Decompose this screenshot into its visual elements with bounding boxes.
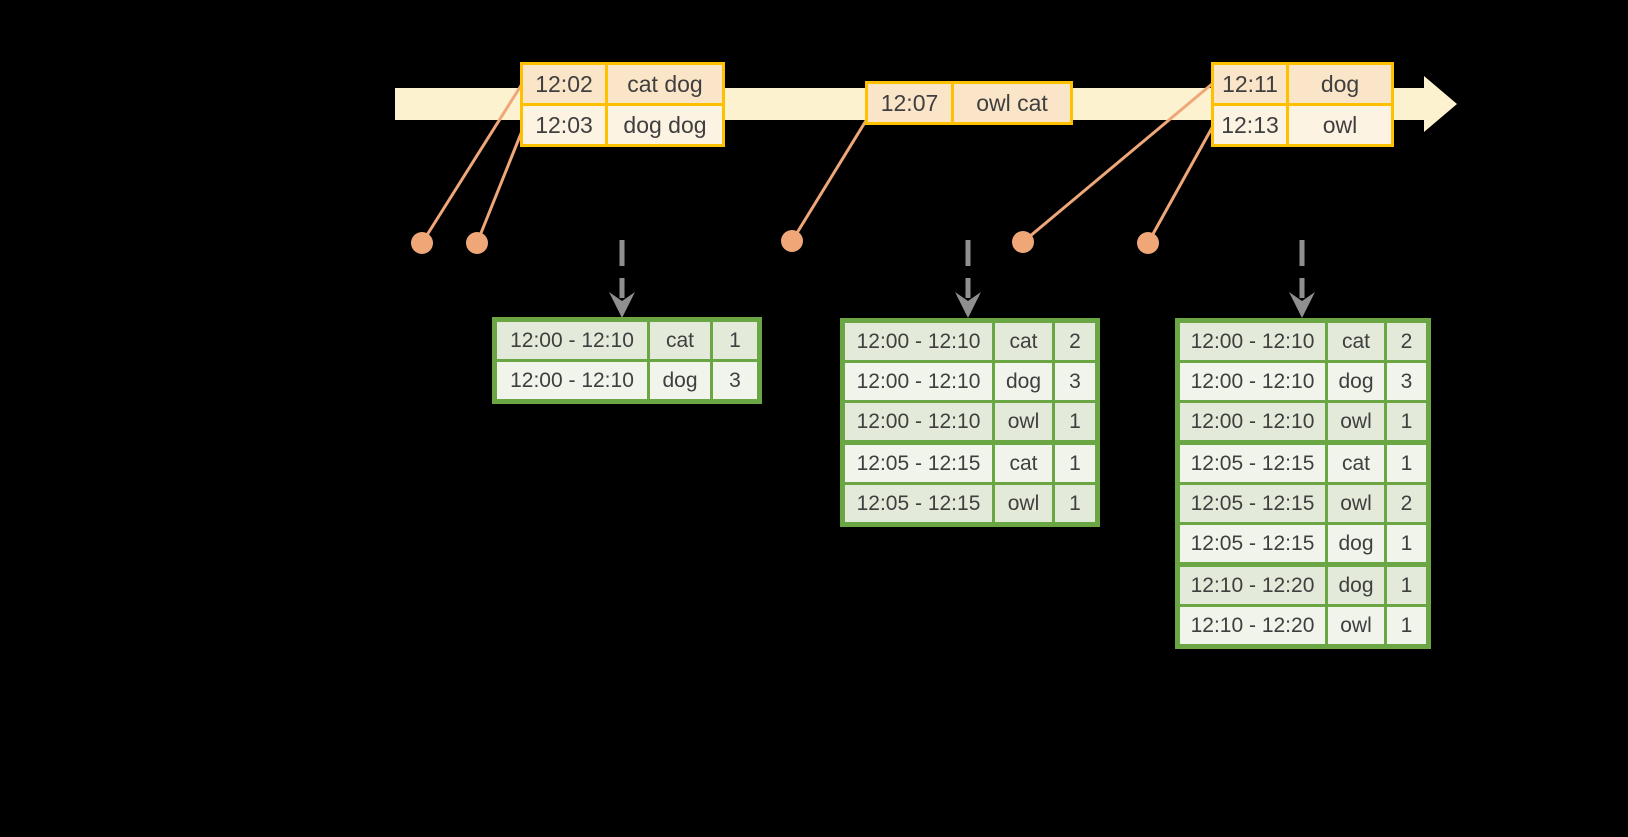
window-cell: 12:05 - 12:15 [1176,522,1328,566]
table-row: 12:10 - 12:20 owl 1 [1176,604,1430,648]
count-cell: 2 [1384,319,1430,363]
word-cell: owl [1325,482,1387,525]
trigger-arrowhead-icon [609,292,635,318]
window-cell: 12:00 - 12:10 [841,360,995,403]
table-row: 12:00 - 12:10 owl 1 [1176,400,1430,444]
count-cell: 3 [1384,360,1430,403]
table-row: 12:00 - 12:10 dog 3 [1176,360,1430,403]
window-cell: 12:05 - 12:15 [841,440,995,485]
window-cell: 12:00 - 12:10 [493,359,650,403]
connector-line [1146,125,1215,244]
result-table-3: 12:00 - 12:10 cat 2 12:00 - 12:10 dog 3 … [1175,318,1431,649]
count-cell: 1 [1384,562,1430,607]
connector-line [790,118,869,242]
table-row: 12:00 - 12:10 cat 2 [841,319,1099,363]
word-cell: cat [1325,319,1387,363]
event-table-1: 12:02 cat dog 12:03 dog dog [520,62,725,147]
event-table-3: 12:11 dog 12:13 owl [1211,62,1394,147]
event-dot-icon [1012,231,1034,253]
event-time-cell: 12:11 [1211,62,1289,106]
event-dot-icon [466,232,488,254]
window-cell: 12:05 - 12:15 [841,482,995,526]
window-cell: 12:05 - 12:15 [1176,440,1328,485]
connector-line [475,125,526,244]
word-cell: dog [1325,562,1387,607]
word-cell: dog [1325,360,1387,403]
window-cell: 12:00 - 12:10 [841,319,995,363]
table-row: 12:03 dog dog [520,103,725,147]
count-cell: 1 [710,318,761,362]
event-words-cell: owl cat [951,81,1073,125]
window-cell: 12:05 - 12:15 [1176,482,1328,525]
event-words-cell: cat dog [605,62,725,106]
count-cell: 2 [1052,319,1099,363]
table-row: 12:00 - 12:10 dog 3 [493,359,761,403]
event-time-cell: 12:03 [520,103,608,147]
word-cell: owl [992,482,1055,526]
word-cell: dog [1325,522,1387,566]
word-cell: cat [1325,440,1387,485]
window-cell: 12:00 - 12:10 [1176,319,1328,363]
table-row: 12:11 dog [1211,62,1394,106]
word-cell: owl [992,400,1055,444]
count-cell: 3 [1052,360,1099,403]
connector-line [1022,82,1213,244]
count-cell: 1 [1384,440,1430,485]
event-time-cell: 12:07 [865,81,954,125]
table-row: 12:02 cat dog [520,62,725,106]
table-row: 12:05 - 12:15 cat 1 [1176,440,1430,485]
event-dot-icon [411,232,433,254]
event-table-2: 12:07 owl cat [865,81,1073,125]
table-row: 12:05 - 12:15 cat 1 [841,440,1099,485]
window-cell: 12:00 - 12:10 [1176,360,1328,403]
window-cell: 12:10 - 12:20 [1176,604,1328,648]
count-cell: 1 [1384,522,1430,566]
count-cell: 1 [1052,482,1099,526]
table-row: 12:10 - 12:20 dog 1 [1176,562,1430,607]
window-cell: 12:10 - 12:20 [1176,562,1328,607]
timeline-arrowhead-icon [1424,76,1457,132]
word-cell: cat [992,319,1055,363]
connector-line [420,83,524,244]
word-cell: owl [1325,604,1387,648]
count-cell: 1 [1052,440,1099,485]
result-table-1: 12:00 - 12:10 cat 1 12:00 - 12:10 dog 3 [492,317,762,404]
table-row: 12:05 - 12:15 dog 1 [1176,522,1430,566]
event-dot-icon [1137,232,1159,254]
table-row: 12:07 owl cat [865,81,1073,125]
word-cell: owl [1325,400,1387,444]
trigger-arrowhead-icon [955,292,981,318]
event-words-cell: dog [1286,62,1394,106]
table-row: 12:13 owl [1211,103,1394,147]
count-cell: 1 [1384,400,1430,444]
table-row: 12:00 - 12:10 dog 3 [841,360,1099,403]
table-row: 12:05 - 12:15 owl 1 [841,482,1099,526]
word-cell: dog [647,359,713,403]
event-words-cell: owl [1286,103,1394,147]
count-cell: 1 [1384,604,1430,648]
word-cell: dog [992,360,1055,403]
window-cell: 12:00 - 12:10 [1176,400,1328,444]
count-cell: 1 [1052,400,1099,444]
word-cell: cat [992,440,1055,485]
table-row: 12:00 - 12:10 cat 2 [1176,319,1430,363]
event-time-cell: 12:13 [1211,103,1289,147]
event-time-cell: 12:02 [520,62,608,106]
table-row: 12:00 - 12:10 owl 1 [841,400,1099,444]
table-row: 12:00 - 12:10 cat 1 [493,318,761,362]
count-cell: 3 [710,359,761,403]
trigger-arrowhead-icon [1289,292,1315,318]
count-cell: 2 [1384,482,1430,525]
result-table-2: 12:00 - 12:10 cat 2 12:00 - 12:10 dog 3 … [840,318,1100,527]
table-row: 12:05 - 12:15 owl 2 [1176,482,1430,525]
window-cell: 12:00 - 12:10 [493,318,650,362]
window-cell: 12:00 - 12:10 [841,400,995,444]
event-words-cell: dog dog [605,103,725,147]
event-dot-icon [781,230,803,252]
word-cell: cat [647,318,713,362]
